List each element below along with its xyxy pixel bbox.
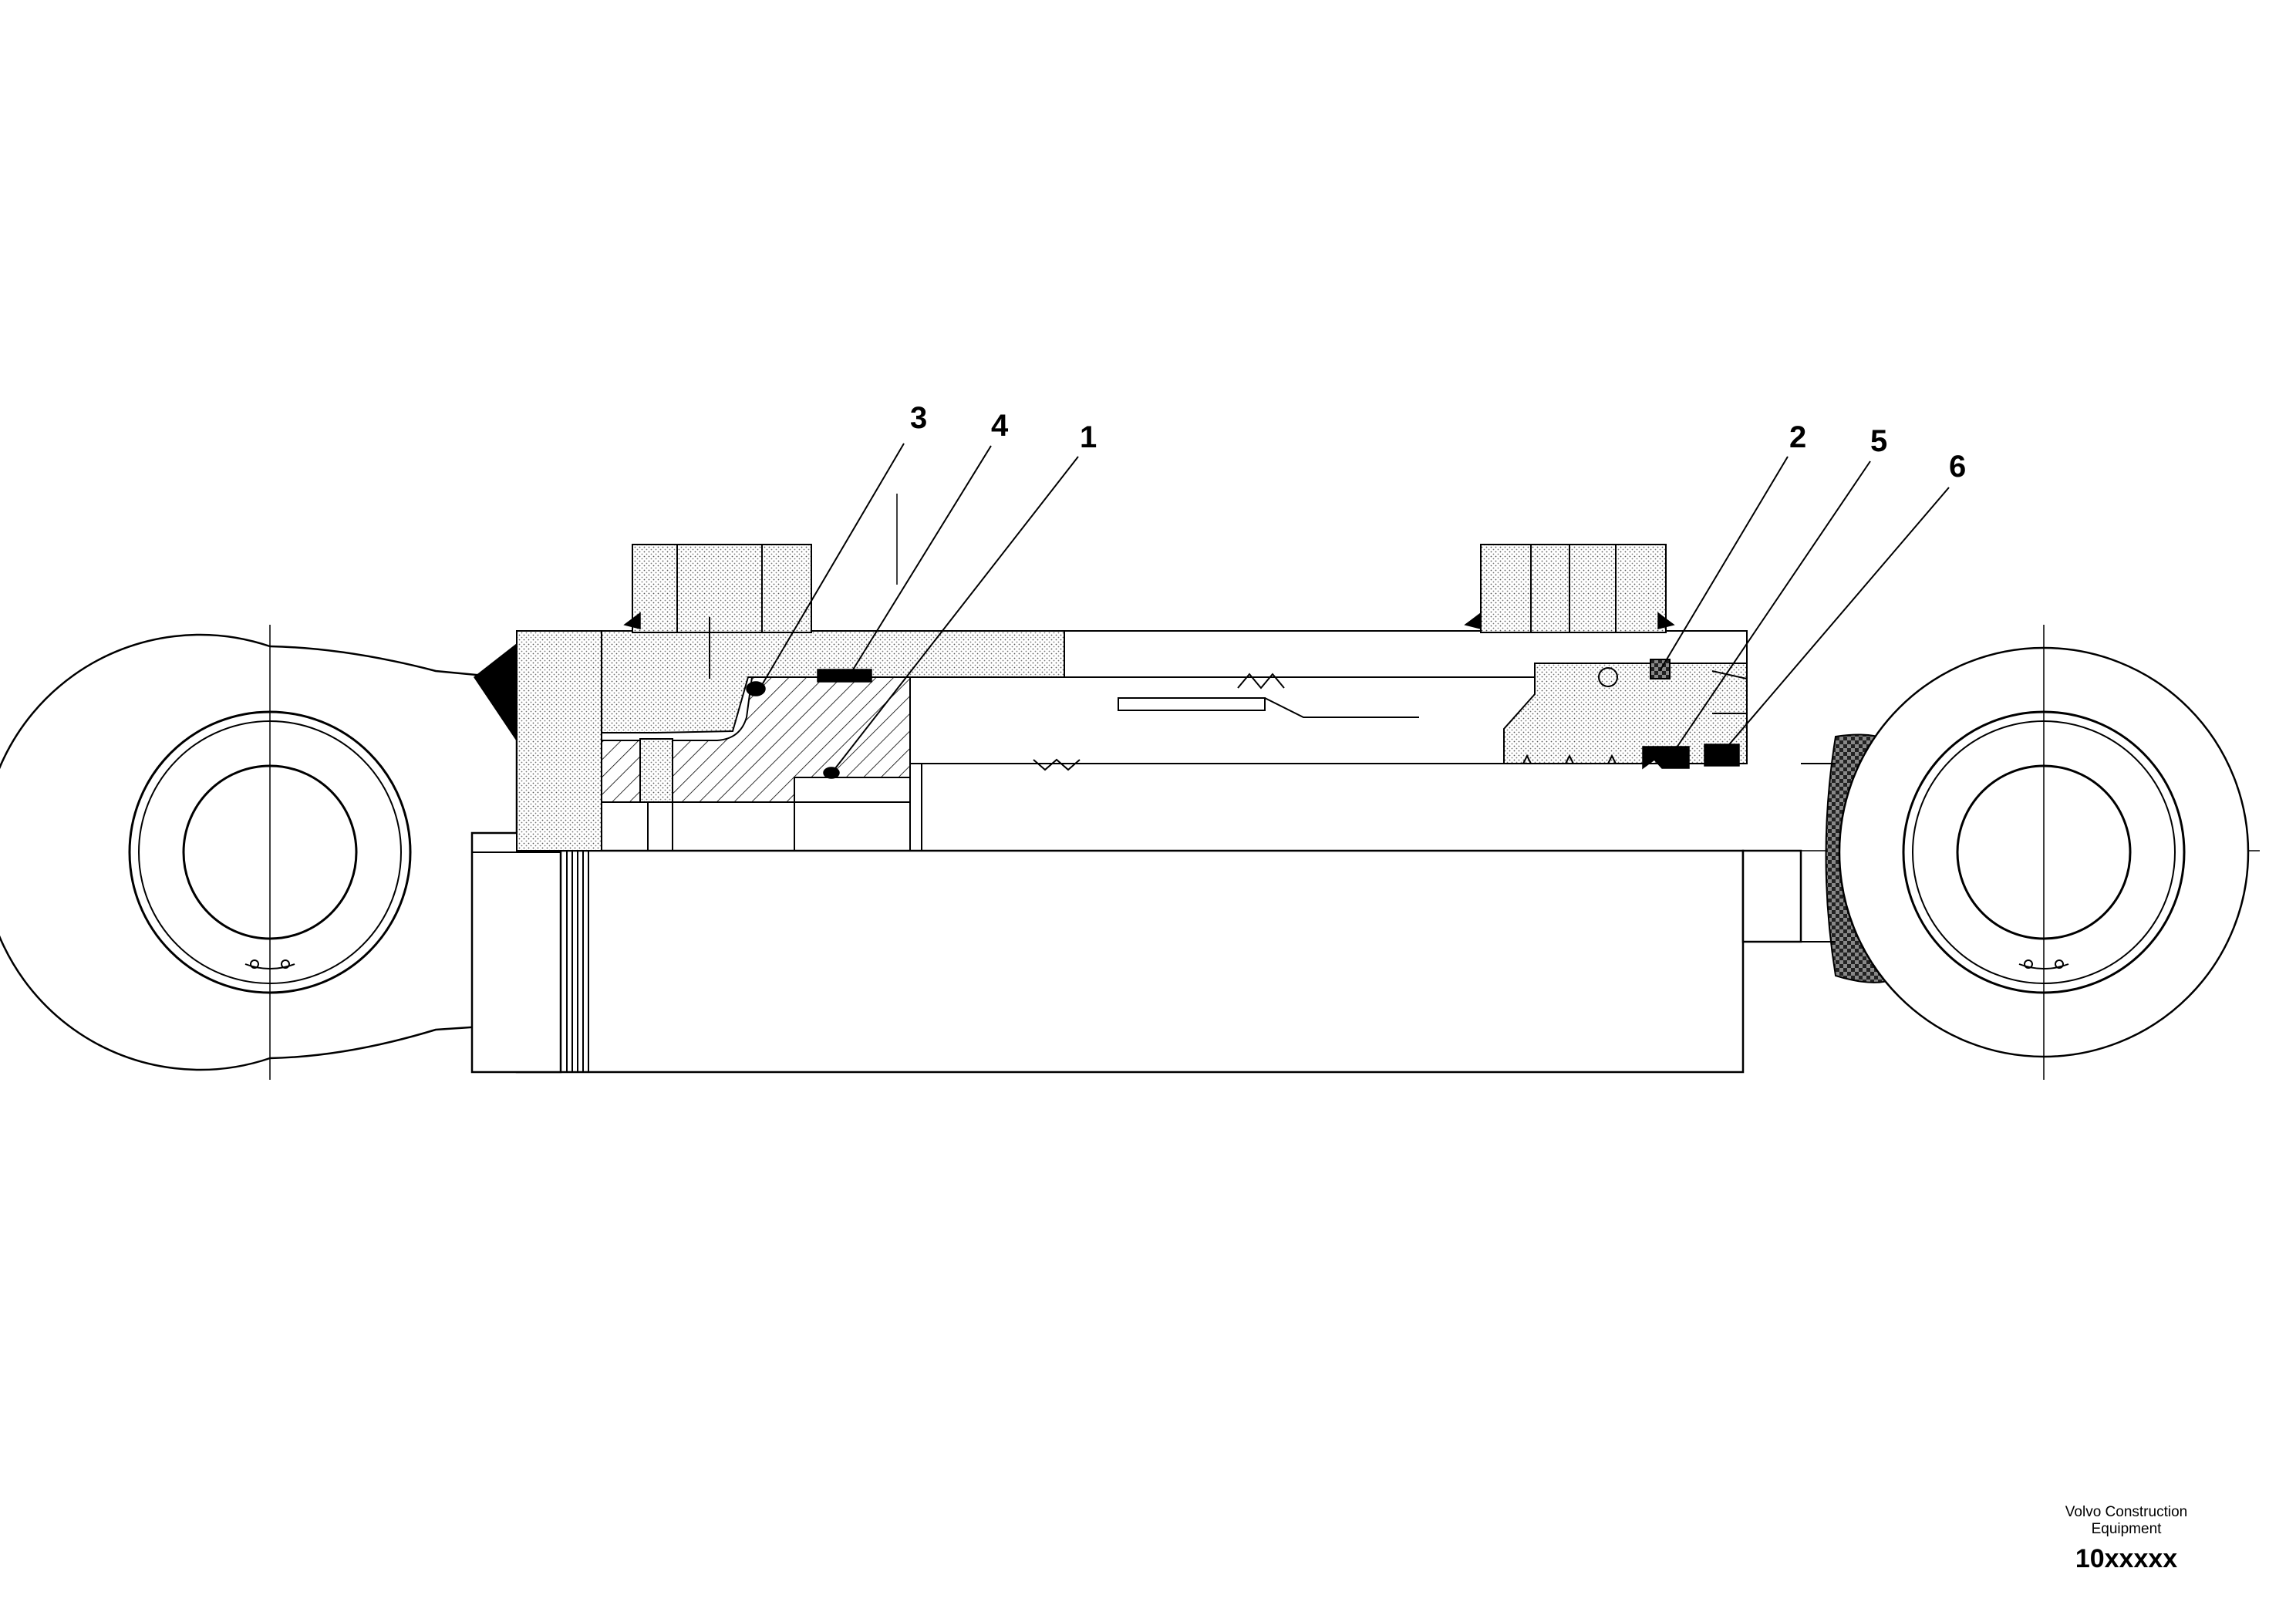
- company-name-line1: Volvo Construction: [2065, 1504, 2188, 1520]
- thread-lines: [560, 851, 589, 1072]
- svg-text:1: 1: [1080, 420, 1097, 454]
- svg-text:4: 4: [991, 409, 1009, 443]
- svg-text:5: 5: [1870, 424, 1887, 458]
- svg-text:2: 2: [1789, 420, 1806, 454]
- callout-4: 4: [848, 409, 1009, 678]
- title-block: Volvo Construction Equipment 10xxxxx: [2011, 1504, 2242, 1574]
- cylinder-tube: [470, 831, 1802, 1074]
- seal-1: [823, 767, 840, 779]
- seal-5: [1642, 746, 1690, 770]
- seal-4: [817, 669, 872, 683]
- callout-5: 5: [1673, 424, 1887, 753]
- head-end-cap: [516, 544, 1065, 851]
- rod-end-gland: [1480, 544, 1748, 764]
- svg-text:6: 6: [1949, 450, 1966, 484]
- company-name-line2: Equipment: [2091, 1521, 2162, 1537]
- svg-text:3: 3: [910, 401, 927, 435]
- seal-6: [1704, 744, 1740, 767]
- seal-3: [746, 681, 766, 696]
- right-rod-eye: [1801, 625, 2250, 1080]
- callout-3: 3: [759, 401, 927, 690]
- callouts: 3 4 1 2 5 6: [759, 401, 1966, 772]
- left-rod-eye: [0, 625, 518, 1080]
- seals: [746, 659, 1740, 779]
- cylinder-bore: [909, 630, 1748, 851]
- callout-2: 2: [1659, 420, 1806, 672]
- drawing-number: 10xxxxx: [2075, 1544, 2178, 1573]
- callout-1: 1: [832, 420, 1097, 772]
- callout-6: 6: [1725, 450, 1966, 749]
- weld-rod-end: [623, 612, 1675, 629]
